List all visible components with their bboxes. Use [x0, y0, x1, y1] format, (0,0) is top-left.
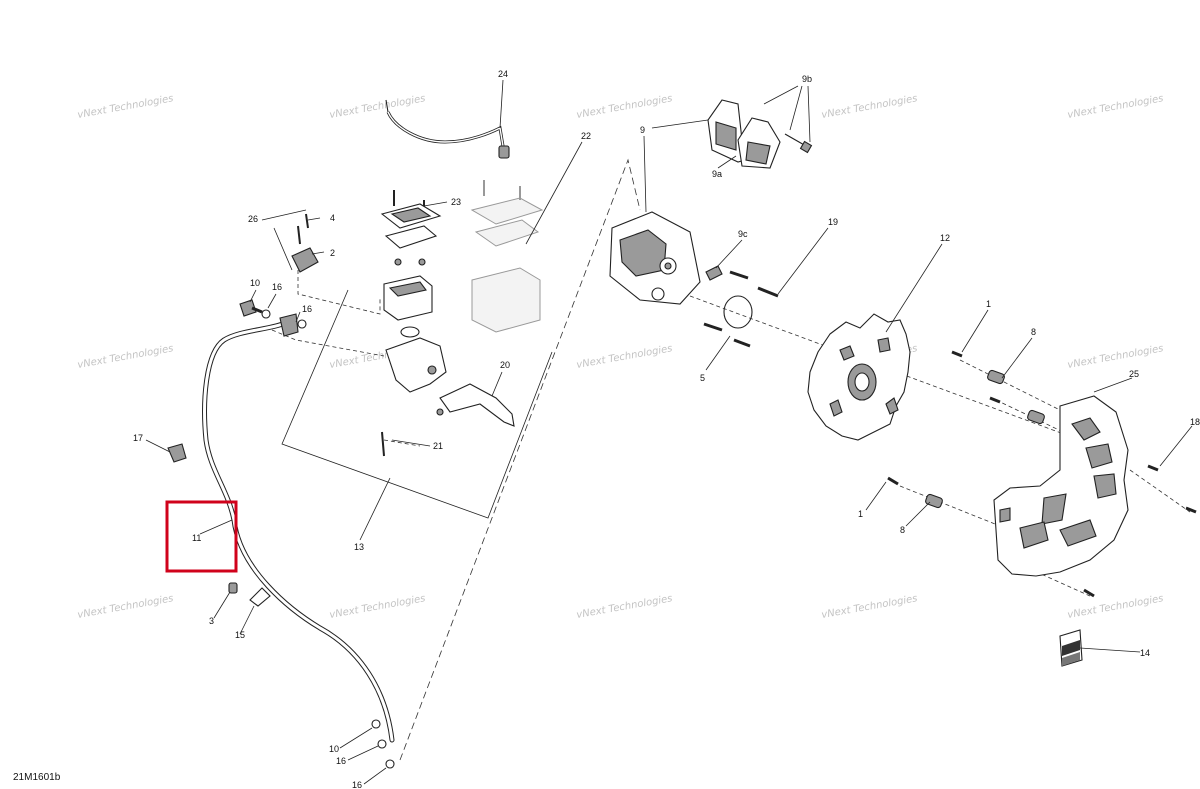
part-master-cylinder [380, 190, 515, 457]
part-2-clamp [291, 213, 319, 273]
part-12-brake-disc [807, 313, 911, 441]
watermark: vNext Technologies [77, 93, 175, 121]
callout-9b[interactable]: 9b [802, 74, 812, 84]
callout-26[interactable]: 26 [248, 214, 258, 224]
callout-9c[interactable]: 9c [738, 229, 748, 239]
watermark: vNext Technologies [1067, 343, 1165, 371]
callout-21[interactable]: 21 [433, 441, 443, 451]
watermark: vNext Technologies [1067, 93, 1165, 121]
diagram-code: 21M1601b [13, 772, 61, 783]
guard-fasteners [887, 350, 1197, 598]
callout-12[interactable]: 12 [940, 233, 950, 243]
watermark: vNext Technologies [576, 593, 674, 621]
part-22-reservoir-ghost [470, 180, 544, 333]
part-11-brake-hose [202, 313, 395, 769]
callout-25[interactable]: 25 [1129, 369, 1139, 379]
highlight-box-callout-11 [165, 500, 238, 573]
watermark: vNext Technologies [821, 93, 919, 121]
caliper-bolts [703, 265, 779, 348]
callout-23[interactable]: 23 [451, 197, 461, 207]
part-25-disc-guard [993, 395, 1129, 577]
callout-16[interactable]: 16 [352, 780, 362, 789]
watermark: vNext Technologies [329, 93, 427, 121]
callout-22[interactable]: 22 [581, 131, 591, 141]
callout-1[interactable]: 1 [858, 509, 863, 519]
watermark: vNext Technologies [576, 343, 674, 371]
assembly-guide [383, 439, 421, 447]
part-10-banjo-bolt-upper [239, 299, 307, 329]
callout-labels: 24 9b 9 22 23 4 26 2 9a 9c 19 12 10 16 1… [133, 69, 1200, 789]
callout-1[interactable]: 1 [986, 299, 991, 309]
callout-3[interactable]: 3 [209, 616, 214, 626]
callout-9[interactable]: 9 [640, 125, 645, 135]
axis-line [959, 359, 1081, 421]
part-9-caliper [609, 211, 701, 305]
callout-20[interactable]: 20 [500, 360, 510, 370]
callout-15[interactable]: 15 [235, 630, 245, 640]
callout-11[interactable]: 11 [192, 533, 201, 543]
callout-17[interactable]: 17 [133, 433, 143, 443]
part-24-cable [385, 99, 510, 159]
assembly-guide [271, 329, 385, 357]
callout-13[interactable]: 13 [354, 542, 364, 552]
leader-lines [145, 79, 1193, 785]
watermark: vNext Technologies [77, 593, 175, 621]
watermark: vNext Technologies [329, 593, 427, 621]
watermark: vNext Technologies [1067, 593, 1165, 621]
callout-18[interactable]: 18 [1190, 417, 1200, 427]
callout-9a[interactable]: 9a [712, 169, 722, 179]
callout-19[interactable]: 19 [828, 217, 838, 227]
part-14-decal [1059, 629, 1083, 667]
callout-10[interactable]: 10 [329, 744, 339, 754]
part-13-frame-lines [281, 289, 553, 519]
axis-line [1129, 469, 1191, 513]
watermark: vNext Technologies [576, 93, 674, 121]
callout-2[interactable]: 2 [330, 248, 335, 258]
callout-5[interactable]: 5 [700, 373, 705, 383]
callout-16[interactable]: 16 [272, 282, 282, 292]
routing-line [399, 158, 641, 761]
callout-4[interactable]: 4 [330, 213, 335, 223]
callout-16[interactable]: 16 [336, 756, 346, 766]
assembly-guide [297, 270, 381, 315]
part-9-brake-pads [707, 99, 813, 169]
small-fasteners [167, 443, 271, 607]
watermark: vNext Technologies [77, 343, 175, 371]
callout-10[interactable]: 10 [250, 278, 260, 288]
callout-8[interactable]: 8 [900, 525, 905, 535]
callout-24[interactable]: 24 [498, 69, 508, 79]
callout-8[interactable]: 8 [1031, 327, 1036, 337]
callout-14[interactable]: 14 [1140, 648, 1150, 658]
axis-line [689, 295, 1081, 441]
callout-16[interactable]: 16 [302, 304, 312, 314]
axis-line [899, 485, 1011, 531]
watermark: vNext Technologies [821, 593, 919, 621]
